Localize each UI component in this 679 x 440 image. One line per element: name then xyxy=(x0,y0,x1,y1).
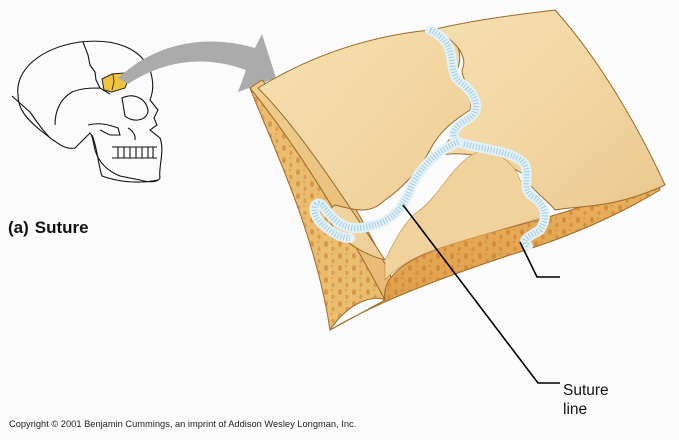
squamous-suture xyxy=(54,87,111,126)
suture-label-line1: Suture xyxy=(563,382,609,399)
unlabeled-leader xyxy=(519,241,560,278)
skull-drawing xyxy=(11,40,163,183)
eye-orbit xyxy=(121,95,149,121)
figure-part-letter: (a) xyxy=(8,218,29,237)
magnify-arrow-icon xyxy=(118,34,276,92)
mandible xyxy=(91,134,159,183)
figure-part-title: Suture xyxy=(34,218,89,237)
suture-line-label: Suture line xyxy=(563,381,623,419)
suture-line-leader xyxy=(402,204,560,384)
skull-outline xyxy=(17,40,163,183)
teeth xyxy=(112,146,157,159)
copyright-notice: Copyright © 2001 Benjamin Cummings, an i… xyxy=(9,419,357,429)
lambdoid-suture xyxy=(11,95,51,139)
coronal-suture xyxy=(82,41,101,89)
nasal-cavity xyxy=(127,127,136,141)
figure-part-label: (a) Suture xyxy=(8,218,89,238)
suture-label-line2: line xyxy=(563,401,588,418)
zygomatic-arch xyxy=(87,123,121,136)
